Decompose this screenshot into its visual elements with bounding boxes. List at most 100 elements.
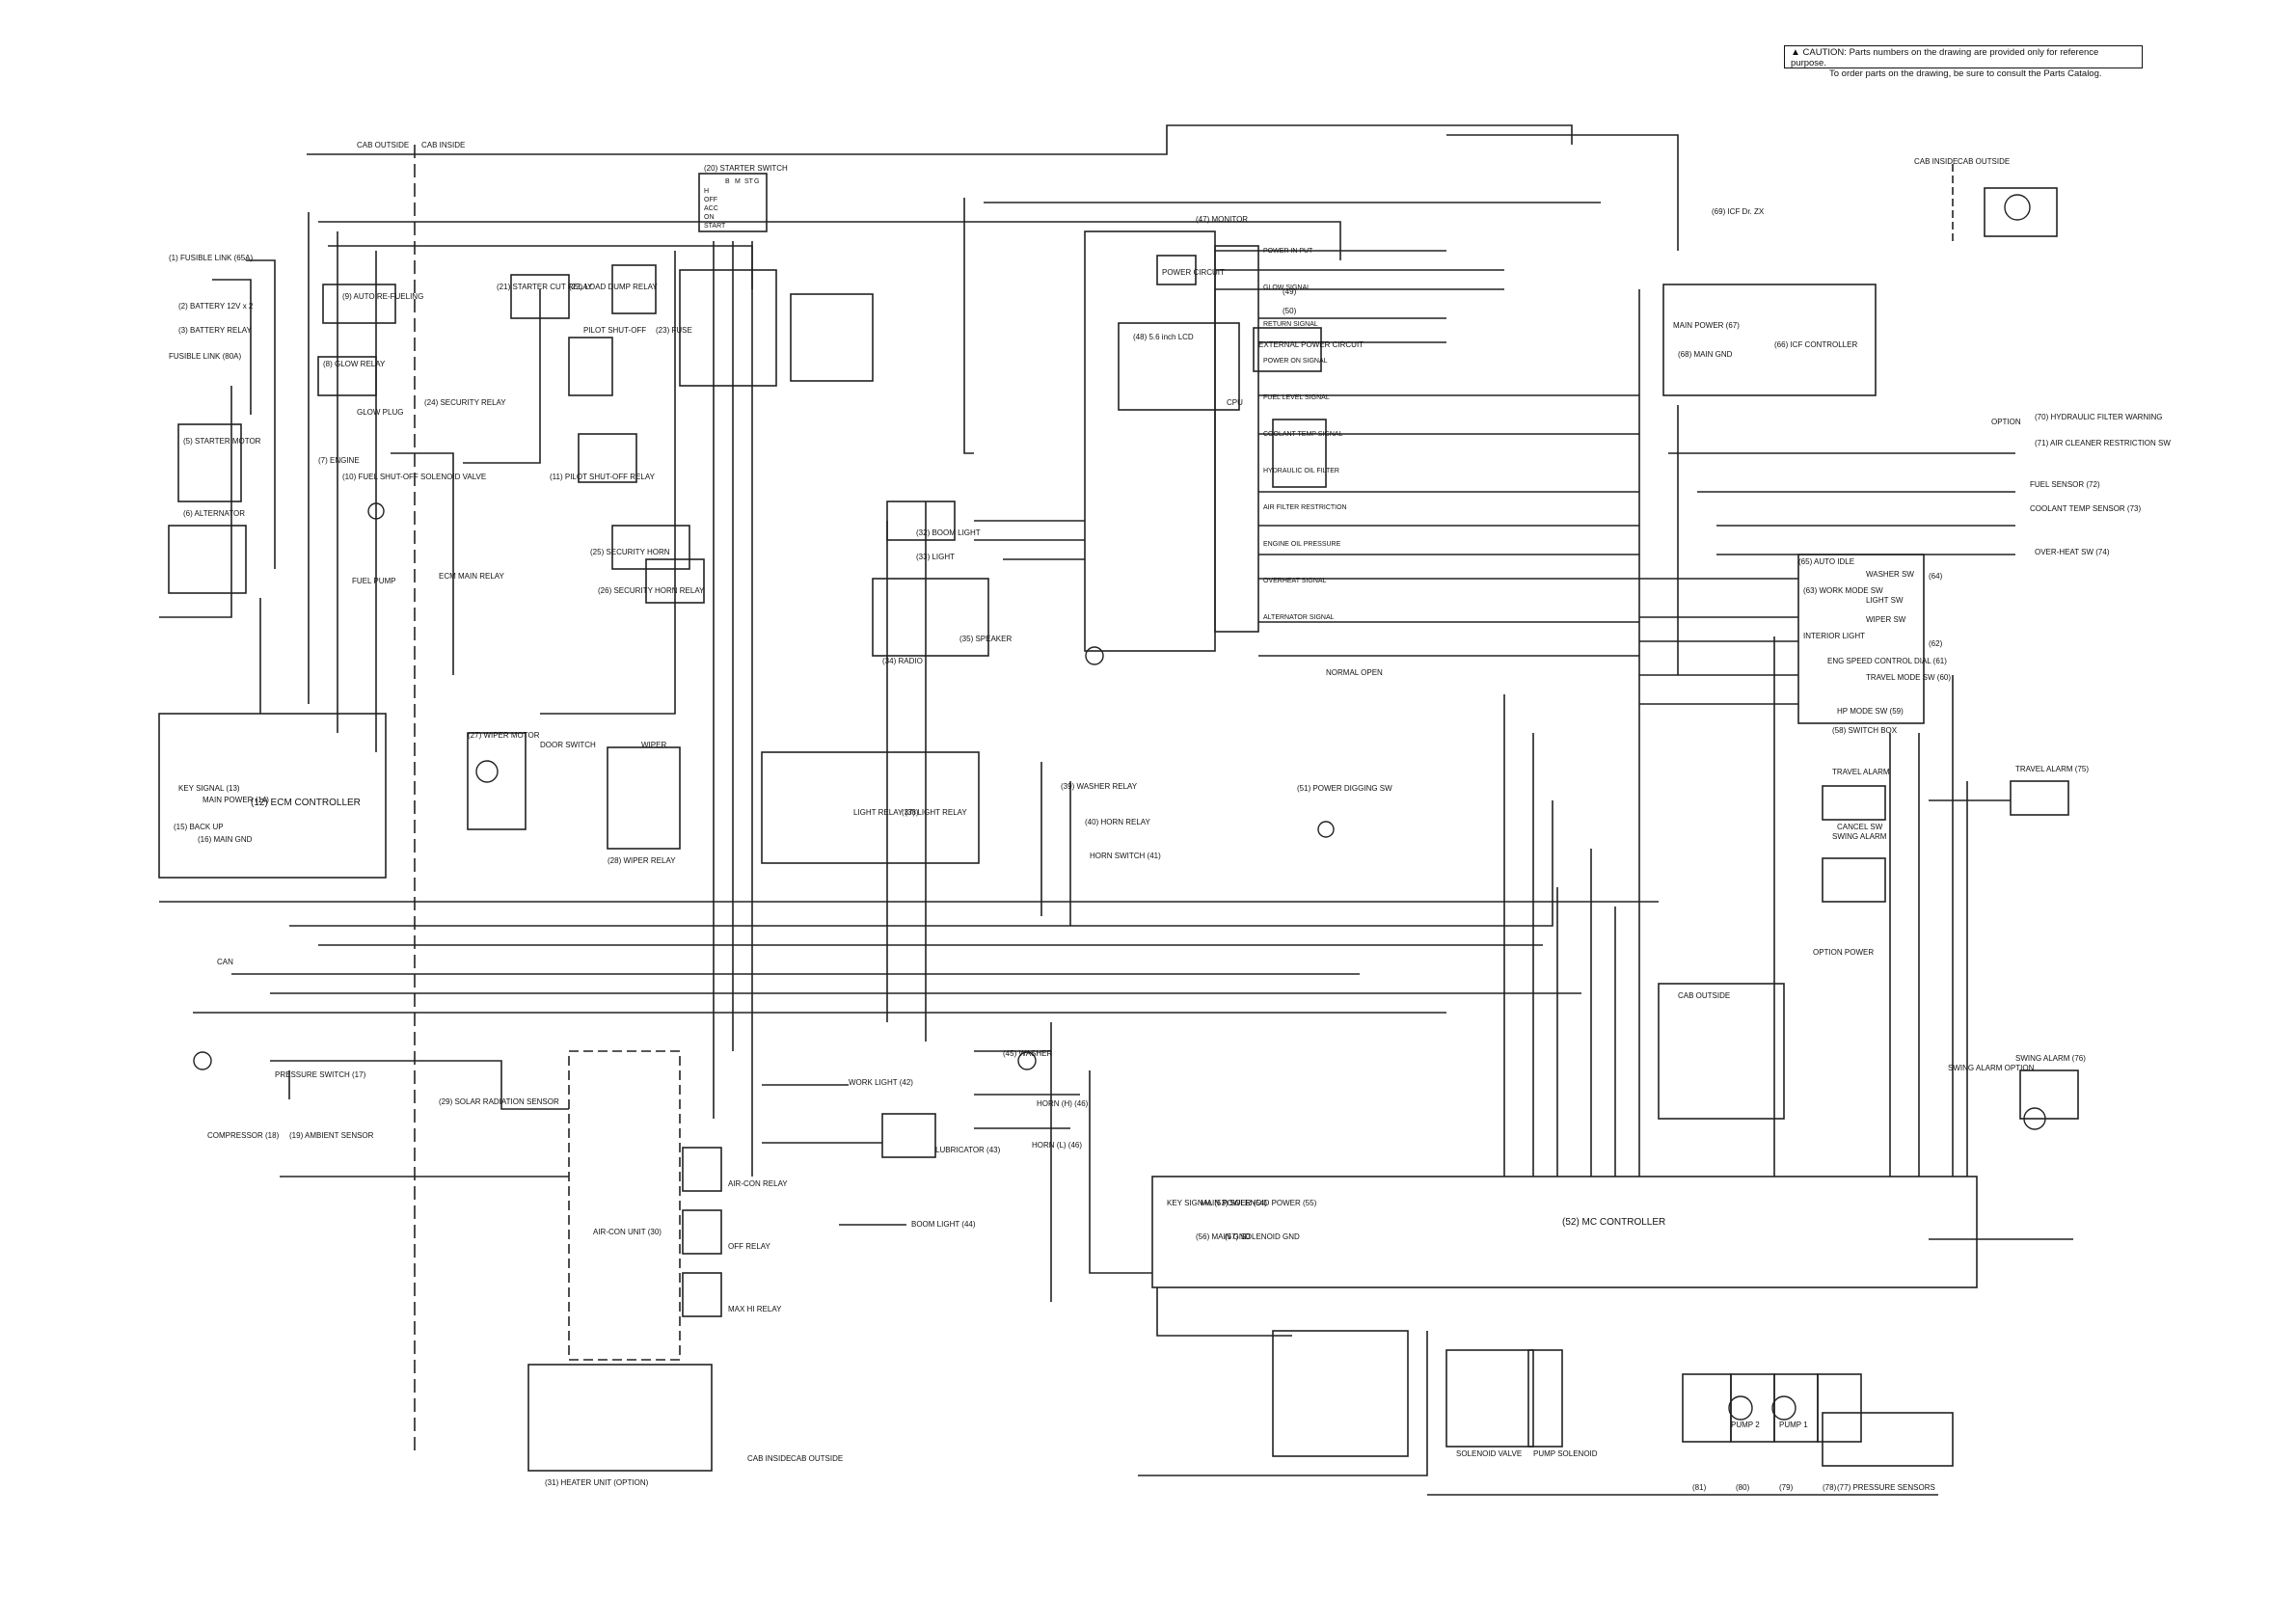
label-swing-alarm: SWING ALARM [1832,832,1887,841]
label-icf-controller: (66) ICF CONTROLLER [1774,340,1857,349]
label-eng-speed: ENG SPEED CONTROL DIAL (61) [1827,657,1947,665]
label-washer-sw: WASHER SW [1866,570,1914,579]
label-normal-open: NORMAL OPEN [1326,668,1383,677]
swing-alarm-icon [2023,1107,2046,1130]
monitor-signal-label: RETURN SIGNAL [1263,321,1318,328]
label-pump-1: PUMP 1 [1779,1421,1808,1429]
label-ps-78: (78) [1823,1483,1837,1492]
label-light-relay-37: (37) LIGHT RELAY [902,808,967,817]
label-solar-sensor: (29) SOLAR RADIATION SENSOR [439,1097,559,1106]
icf-antenna-icon [2004,194,2031,221]
label-auto-idle: (65) AUTO IDLE [1798,557,1854,566]
label-pressure-sensors: (77) PRESSURE SENSORS [1837,1483,1935,1492]
label-light-sw: LIGHT SW [1866,596,1904,605]
component-symbols [193,194,2046,1421]
label-pressure-switch: PRESSURE SWITCH (17) [275,1070,366,1079]
monitor-signal-label: GLOW SIGNAL [1263,284,1310,291]
label-boom-light-44: BOOM LIGHT (44) [911,1220,976,1229]
label-fuel-shutoff: (10) FUEL SHUT-OFF SOLENOID VALVE [342,473,486,481]
label-power-digging-sw: (51) POWER DIGGING SW [1297,784,1392,793]
starter-table-header: M [735,178,741,185]
label-key-signal-53: KEY SIGNAL (53) [1167,1199,1229,1207]
monitor-signal-label: ENGINE OIL PRESSURE [1263,541,1341,548]
label-cab-outside-box: CAB OUTSIDE [1678,991,1730,1000]
label-cab-light: (33) LIGHT [916,553,955,561]
label-monitor-64: (64) [1929,572,1943,581]
label-icf-dr-zx: (69) ICF Dr. ZX [1712,207,1765,216]
label-horn-hi: HORN (H) (46) [1037,1099,1089,1108]
label-cancel-sw: CANCEL SW [1837,823,1883,831]
caution-line-2: To order parts on the drawing, be sure t… [1829,68,2102,79]
starter-table-header: B [725,178,730,185]
label-mc-controller: (52) MC CONTROLLER [1562,1217,1665,1228]
label-monitor: (47) MONITOR [1196,215,1248,224]
label-pump-2: PUMP 2 [1731,1421,1760,1429]
label-travel-alarm-75: TRAVEL ALARM (75) [2015,765,2089,773]
label-travel-mode: TRAVEL MODE SW (60) [1866,673,1951,682]
label-lubricator: LUBRICATOR (43) [935,1146,1001,1154]
label-option: OPTION [1991,418,2021,426]
label-cab-outside-bottom: CAB OUTSIDE [791,1454,843,1463]
label-main-power-67: MAIN POWER (67) [1673,321,1740,330]
label-can: CAN [217,958,233,966]
label-aircon-unit: AIR-CON UNIT (30) [593,1228,662,1236]
label-load-dump-relay: (22) LOAD DUMP RELAY [569,283,658,291]
power-digging-icon [1317,821,1335,838]
label-ps-81: (81) [1692,1483,1707,1492]
label-cab-inside-left: CAB INSIDE [421,141,465,149]
label-wiper-relay: (28) WIPER RELAY [608,856,676,865]
label-wiper-motor: (27) WIPER MOTOR [468,731,540,740]
caution-line-1: CAUTION: Parts numbers on the drawing ar… [1791,47,2099,68]
label-security-relay: (24) SECURITY RELAY [424,398,506,407]
label-glow-plug: GLOW PLUG [357,408,403,417]
label-wiper: WIPER [641,741,666,749]
label-main-power-14: MAIN POWER (14) [203,796,269,804]
label-main-power-54: MAIN POWER (54) [1201,1199,1267,1207]
starter-table-row: ACC [704,205,718,212]
fuel-shutoff-icon [367,502,385,520]
label-work-mode-sw: (63) WORK MODE SW [1803,586,1883,595]
label-fuel-sensor: FUEL SENSOR (72) [2030,480,2100,489]
label-interior-light: INTERIOR LIGHT [1803,632,1865,640]
label-cpu: CPU [1227,398,1243,407]
label-auto-refueling: (9) AUTO RE-FUELING [342,292,423,301]
label-starter-switch: (20) STARTER SWITCH [704,164,788,173]
label-wiper-sw: WIPER SW [1866,615,1906,624]
label-cab-outside-left: CAB OUTSIDE [357,141,409,149]
label-light-relay-38: LIGHT RELAY (38) [853,808,919,817]
label-horn-lo: HORN (L) (46) [1032,1141,1082,1150]
label-radio: (34) RADIO [882,657,923,665]
monitor-signal-label: OVERHEAT SIGNAL [1263,578,1327,584]
monitor-signal-label: POWER ON SIGNAL [1263,358,1328,365]
label-air-cleaner: (71) AIR CLEANER RESTRICTION SW [2035,439,2171,447]
label-cab-inside-bottom: CAB INSIDE [747,1454,791,1463]
label-solenoid-power-55: SOLENOID POWER (55) [1229,1199,1317,1207]
label-coolant-temp: COOLANT TEMP SENSOR (73) [2030,504,2141,513]
starter-table-header: ST [744,178,754,185]
starter-table-row: ON [704,214,715,221]
label-horn-relay: (40) HORN RELAY [1085,818,1151,826]
label-monitor-49: (49) [1283,287,1297,296]
label-glow-relay: (8) GLOW RELAY [323,360,386,368]
label-speaker: (35) SPEAKER [959,635,1012,643]
label-ps-79: (79) [1779,1483,1794,1492]
label-ambient-sensor: (19) AMBIENT SENSOR [289,1131,374,1140]
label-lcd: (48) 5.6 inch LCD [1133,333,1194,341]
label-backup: (15) BACK UP [174,823,224,831]
label-overheat-sw: OVER-HEAT SW (74) [2035,548,2110,556]
monitor-signal-label: HYDRAULIC OIL FILTER [1263,468,1339,474]
label-ecm-controller: (12) ECM CONTROLLER [251,798,361,808]
starter-table-row: START [704,223,726,230]
label-pilot-shutoff: PILOT SHUT-OFF [583,326,646,335]
wire-network [158,124,2079,1496]
label-swing-alarm-76: SWING ALARM (76) [2015,1054,2086,1063]
horn-icon [1085,646,1104,665]
label-compressor: COMPRESSOR (18) [207,1131,280,1140]
label-max-hi-relay: MAX HI RELAY [728,1305,782,1313]
label-engine: (7) ENGINE [318,456,360,465]
label-work-light: WORK LIGHT (42) [849,1078,913,1087]
label-monitor-50: (50) [1283,307,1297,315]
starter-table-row: H [704,188,709,195]
label-ps-80: (80) [1736,1483,1750,1492]
